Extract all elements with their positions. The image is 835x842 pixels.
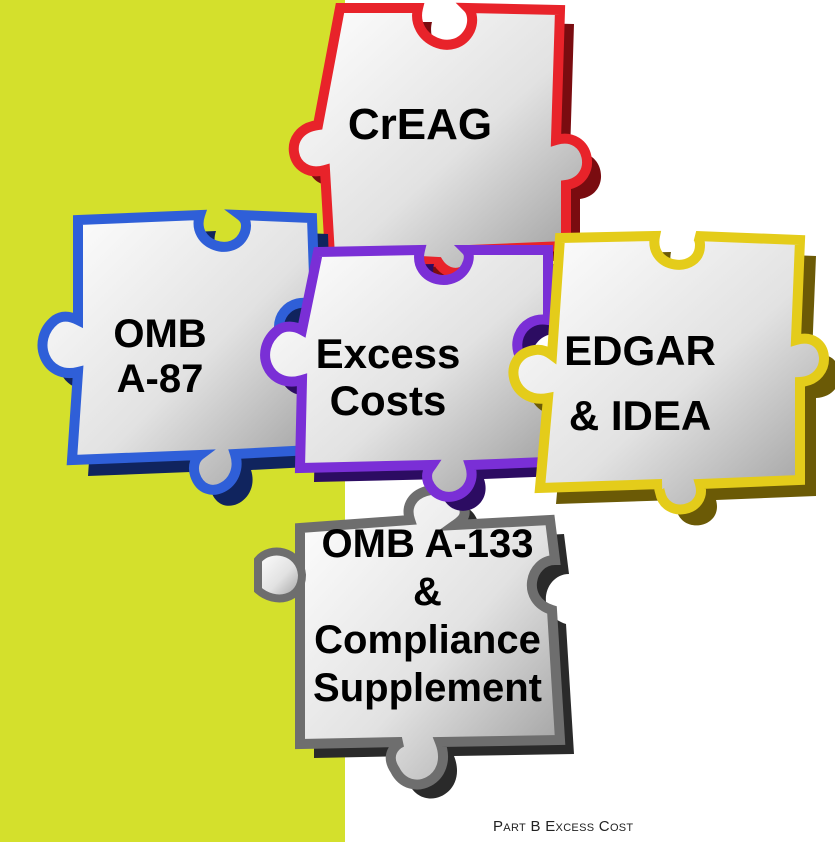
label-omb-a133-line-2: & xyxy=(413,570,442,614)
label-excess-costs-line-1: Excess xyxy=(315,330,461,377)
label-omb-a87-line-2: A-87 xyxy=(116,356,204,401)
label-omb-a133-line-4: Supplement xyxy=(313,666,542,710)
label-edgar-idea: EDGAR & IDEA xyxy=(545,318,735,448)
puzzle-piece-red xyxy=(288,2,602,287)
label-excess-costs: Excess Costs xyxy=(298,330,478,424)
label-edgar-idea-line-2: & IDEA xyxy=(568,392,712,440)
label-omb-a133-line-3: Compliance xyxy=(314,618,541,662)
puzzle-piece-blue xyxy=(37,209,333,506)
label-omb-a87: OMB A-87 xyxy=(85,312,235,402)
label-omb-a133-line-1: OMB A-133 xyxy=(321,522,534,566)
label-creag: CrEAG xyxy=(330,100,510,149)
label-omb-a133: OMB A-133 & Compliance Supplement xyxy=(295,520,560,712)
label-omb-a87-line-1: OMB xyxy=(113,312,207,356)
label-excess-costs-line-2: Costs xyxy=(329,377,447,425)
footer-caption: Part B Excess Cost xyxy=(493,818,634,835)
puzzle-piece-gray xyxy=(254,484,574,799)
puzzle-piece-yellow xyxy=(508,230,835,526)
label-creag-line-1: CrEAG xyxy=(347,100,493,149)
puzzle-piece-purple xyxy=(260,244,562,511)
label-edgar-idea-line-1: EDGAR xyxy=(564,327,716,374)
